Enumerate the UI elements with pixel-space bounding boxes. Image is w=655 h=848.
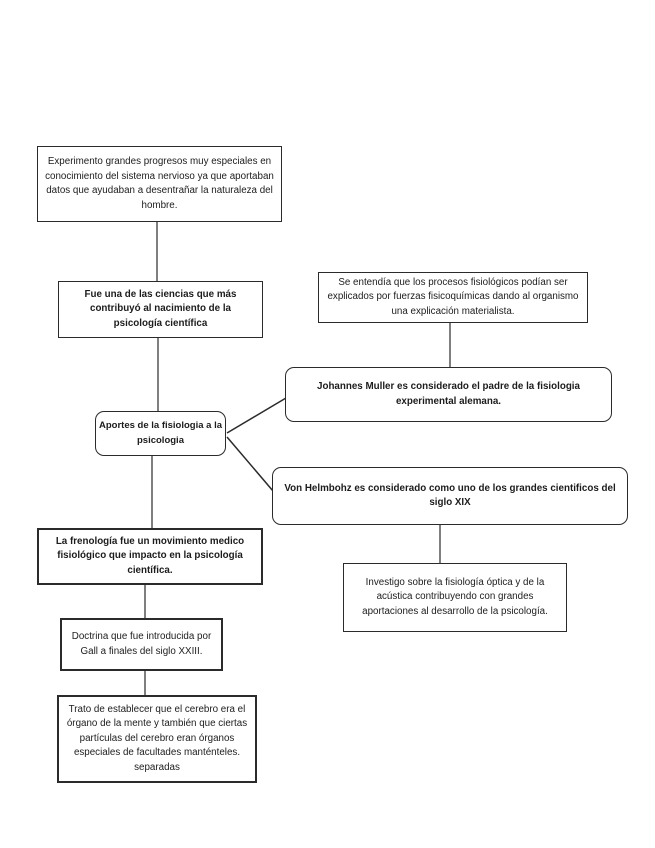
node-ciencias-text: Fue una de las ciencias que más contribu…: [84, 288, 237, 329]
node-doctrina-text: Doctrina que fue introducida por Gall a …: [71, 631, 212, 657]
node-trato-text: Trato de establecer que el cerebro era e…: [66, 703, 248, 773]
node-experimento: Experimento grandes progresos muy especi…: [37, 146, 282, 222]
node-experimento-text: Experimento grandes progresos muy especi…: [45, 156, 274, 211]
node-johannes-muller-text: Johannes Muller es considerado el padre …: [317, 381, 580, 407]
node-investigo-text: Investigo sobre la fisiología óptica y d…: [362, 576, 548, 617]
node-von-helmbohz-text: Von Helmbohz es considerado como uno de …: [284, 482, 616, 509]
node-ciencias: Fue una de las ciencias que más contribu…: [58, 281, 263, 338]
node-central-topic-text: Aportes de la fisiologia a la psicologia: [99, 420, 223, 446]
node-johannes-muller: Johannes Muller es considerado el padre …: [285, 367, 612, 422]
node-doctrina: Doctrina que fue introducida por Gall a …: [60, 618, 223, 671]
node-central-topic: Aportes de la fisiologia a la psicologia: [95, 411, 226, 456]
node-frenologia-text: La frenología fue un movimiento medico f…: [55, 535, 245, 576]
node-procesos-text: Se entendía que los procesos fisiológico…: [327, 276, 579, 317]
node-trato: Trato de establecer que el cerebro era e…: [57, 695, 257, 783]
connector-central-johannes: [226, 397, 287, 434]
node-investigo: Investigo sobre la fisiología óptica y d…: [343, 563, 567, 632]
connector-central-helmbohz: [226, 436, 274, 492]
node-frenologia: La frenología fue un movimiento medico f…: [37, 528, 263, 585]
node-procesos: Se entendía que los procesos fisiológico…: [318, 272, 588, 323]
node-von-helmbohz: Von Helmbohz es considerado como uno de …: [272, 467, 628, 525]
